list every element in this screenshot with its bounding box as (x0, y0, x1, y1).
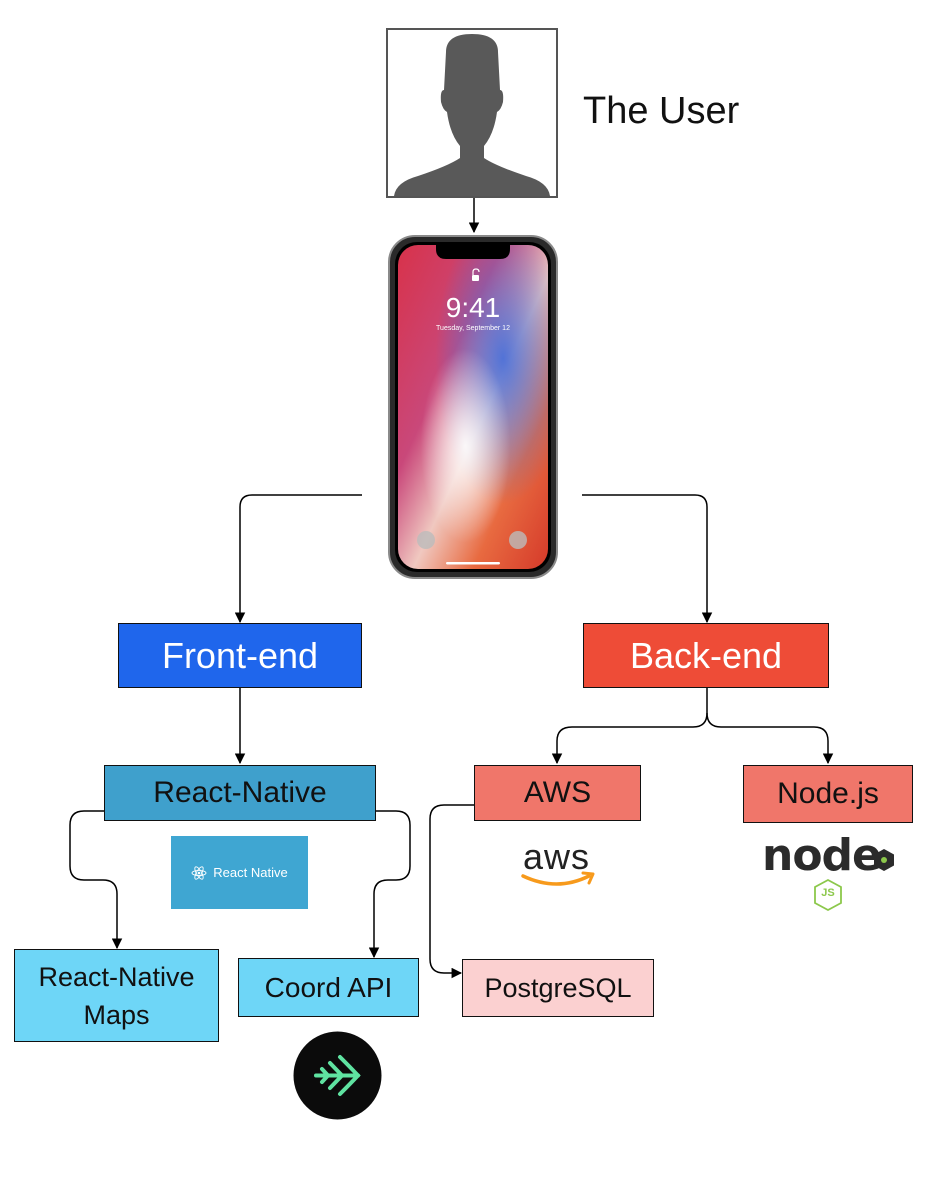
frontend-label: Front-end (161, 634, 319, 676)
edge-phone-backend (582, 494, 713, 624)
postgresql-label: PostgreSQL (484, 972, 632, 1003)
frontend-node: Front-end (118, 623, 362, 688)
aws-logo: aws (515, 836, 599, 892)
nodejs-logo-js: JS (821, 887, 835, 899)
user-avatar (386, 28, 558, 198)
edge-backend-node (706, 712, 834, 765)
coord-arrow-icon (293, 1031, 382, 1120)
user-label: The User (583, 90, 740, 132)
js-hexagon-badge (814, 878, 842, 912)
camera-icon (509, 531, 527, 549)
person-silhouette-icon (394, 34, 550, 196)
rn-maps-label-line1: React-Native (38, 961, 195, 992)
react-native-node: React-Native (104, 765, 376, 821)
aws-logo-text: aws (523, 836, 591, 877)
coord-logo (292, 1031, 383, 1120)
backend-label: Back-end (629, 634, 783, 676)
nodejs-node: Node.js (743, 765, 913, 823)
rn-maps-node: React-Native Maps (14, 949, 219, 1042)
rn-maps-label-line2: Maps (83, 999, 150, 1030)
edge-backend-aws (551, 688, 708, 765)
nodejs-logo-text: node (762, 830, 882, 881)
aws-label: AWS (523, 776, 592, 809)
nodejs-label: Node.js (777, 777, 879, 810)
flashlight-icon (417, 531, 435, 549)
react-native-logo: React Native (171, 836, 308, 909)
edge-aws-postgres (429, 804, 474, 979)
aws-node: AWS (474, 765, 641, 821)
nodejs-logo: node JS (760, 832, 898, 912)
nodejs-hexagon-icon (874, 849, 894, 871)
react-native-logo-text: React Native (213, 865, 288, 880)
edge-reactnative-maps (69, 810, 123, 950)
phone-time: 9:41 (446, 292, 501, 323)
smartphone: 9:41 Tuesday, September 12 (388, 235, 558, 579)
phone-date: Tuesday, September 12 (436, 325, 510, 332)
amazon-smile-icon (521, 871, 595, 886)
react-native-label: React-Native (153, 776, 327, 809)
edge-reactnative-coord (368, 810, 411, 959)
edge-phone-frontend (234, 494, 362, 624)
postgresql-node: PostgreSQL (462, 959, 654, 1017)
lock-icon (472, 275, 479, 281)
backend-node: Back-end (583, 623, 829, 688)
react-atom-icon (191, 865, 207, 880)
coord-api-label: Coord API (264, 971, 393, 1003)
coord-api-node: Coord API (238, 958, 419, 1017)
